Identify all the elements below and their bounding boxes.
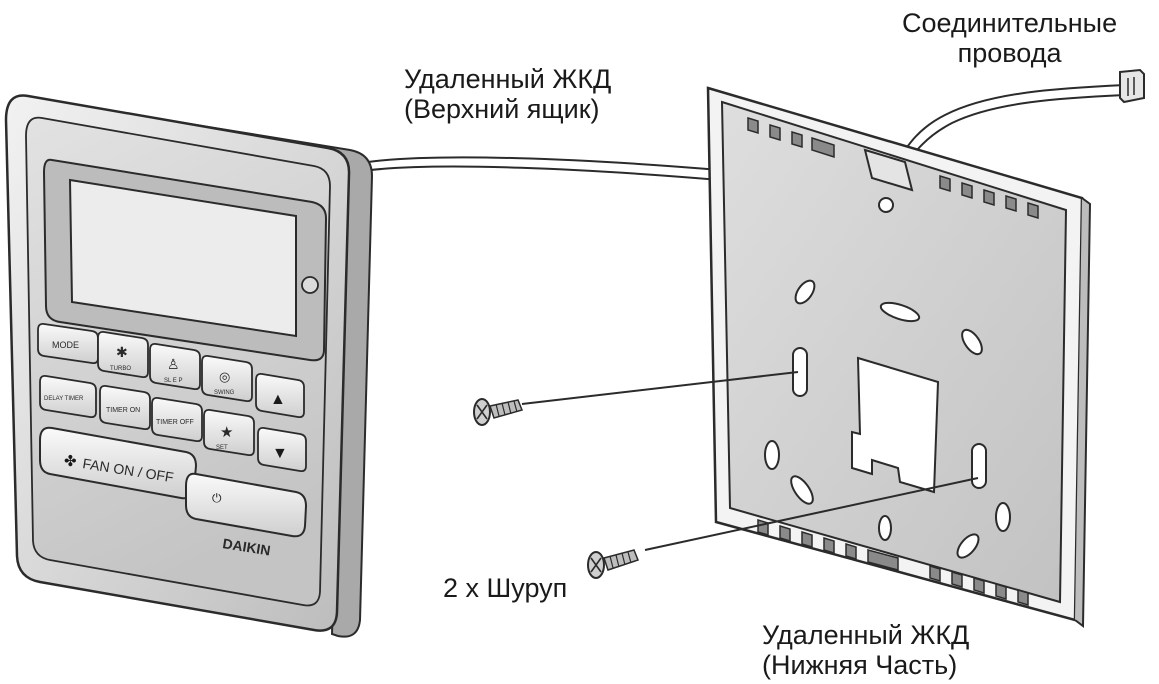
- bell-icon: ♙: [167, 356, 180, 372]
- label-connecting-wires: Соединительные провода: [902, 8, 1117, 68]
- bottom-latch-slots: [757, 518, 1029, 607]
- fan-icon: ✤: [64, 453, 77, 470]
- fan-icon: ✱: [116, 344, 128, 360]
- timer-off-button-label: TIMER OFF: [156, 419, 194, 426]
- remote-controller-top-box: MODE ✱ TURBO ♙ SL E P ◎ SWING ▲ DELAY TI…: [4, 94, 374, 638]
- label-connecting-wires-line1: Соединительные: [902, 8, 1118, 38]
- sleep-button-label: SL E P: [164, 378, 182, 384]
- delay-timer-button-label: DELAY TIMER: [44, 396, 84, 402]
- star-icon: ★: [220, 424, 233, 441]
- mode-button[interactable]: MODE: [37, 322, 99, 365]
- screw-upper-icon: [473, 371, 799, 426]
- indicator-led: [301, 276, 319, 294]
- delay-timer-button[interactable]: DELAY TIMER: [39, 374, 97, 419]
- top-latch-slots: [747, 116, 1039, 220]
- my-comfort-button[interactable]: ★ SET: [203, 408, 255, 457]
- mounting-holes: [764, 279, 1011, 559]
- lcd-display: [68, 178, 297, 338]
- turbo-button[interactable]: ✱ TURBO: [97, 330, 149, 379]
- down-button[interactable]: ▼: [257, 426, 307, 473]
- mode-button-label: MODE: [52, 340, 79, 350]
- swing-icon: ◎: [219, 369, 230, 384]
- label-remote-bottom-part-line2: (Нижняя Часть): [762, 650, 958, 680]
- power-icon: ⏻: [212, 491, 222, 505]
- timer-on-button[interactable]: TIMER ON: [99, 384, 151, 431]
- swing-button-label: SWING: [214, 390, 235, 396]
- power-button[interactable]: ⏻: [185, 472, 308, 538]
- label-connecting-wires-line2: провода: [957, 38, 1062, 68]
- timer-on-button-label: TIMER ON: [106, 407, 140, 414]
- label-screws: 2 x Шуруп: [443, 573, 567, 603]
- up-button[interactable]: ▲: [255, 372, 305, 419]
- arrow-down-icon: ▼: [272, 445, 288, 462]
- timer-off-button[interactable]: TIMER OFF: [151, 396, 203, 443]
- label-remote-top-box-line1: Удаленный ЖКД: [404, 64, 612, 94]
- label-remote-bottom-part: Удаленный ЖКД (Нижняя Часть): [762, 620, 969, 680]
- swing-button[interactable]: ◎ SWING: [201, 354, 253, 403]
- bottom-mounting-plate: [706, 86, 1092, 628]
- label-screws-text: 2 x Шуруп: [443, 573, 568, 603]
- label-remote-top-box: Удаленный ЖКД (Верхний ящик): [404, 64, 611, 124]
- sleep-button[interactable]: ♙ SL E P: [149, 342, 201, 391]
- arrow-up-icon: ▲: [270, 391, 286, 408]
- fan-on-off-button[interactable]: ✤ FAN ON / OFF: [39, 426, 198, 500]
- screw-lower-icon: [587, 477, 979, 579]
- label-remote-top-box-line2: (Верхний ящик): [404, 94, 600, 124]
- label-remote-bottom-part-line1: Удаленный ЖКД: [762, 620, 970, 650]
- brand-logo: DAIKIN: [222, 535, 272, 558]
- turbo-button-label: TURBO: [110, 366, 131, 372]
- my-comfort-button-label: SET: [216, 445, 228, 451]
- wire-connector-icon: [1119, 68, 1145, 104]
